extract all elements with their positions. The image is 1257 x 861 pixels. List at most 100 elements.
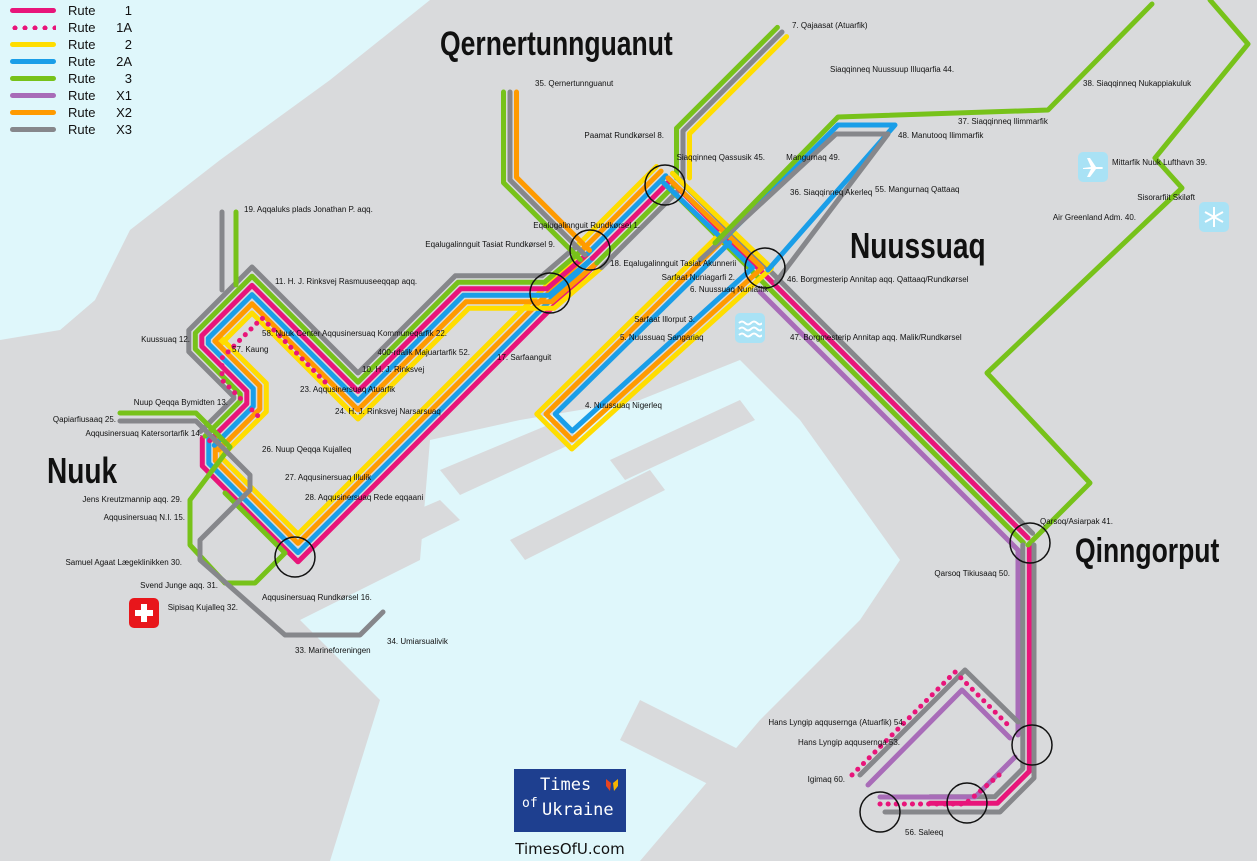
stop-label-ski: Sisorarfiit Skiløft	[1137, 193, 1196, 202]
website-label[interactable]: TimesOfU.com	[515, 840, 625, 858]
legend-item-route-2A: Rute 2A	[8, 53, 138, 70]
stop-label-36: 36. Siaqqinneq Akerleq	[790, 188, 872, 197]
stop-label-26: 26. Nuup Qeqqa Kujalleq	[262, 445, 351, 454]
stop-label-1: Eqalugalinnguit Rundkørsel 1.	[533, 221, 640, 230]
route-line-x2	[543, 175, 765, 443]
route-line-x2	[514, 89, 593, 253]
stop-label-52: 400-rdalik Majuartarfik 52.	[378, 348, 470, 357]
legend-route-number: X1	[116, 88, 132, 103]
stop-label-35: 35. Qernertunnguanut	[535, 79, 614, 88]
transfer-circle	[1009, 522, 1051, 564]
route-line-1	[199, 251, 591, 444]
route-line-x3	[599, 187, 682, 270]
airplane-icon	[1078, 152, 1108, 182]
stop-label-56: 56. Saleeq	[905, 828, 943, 837]
route-line-x3	[186, 241, 582, 434]
stop-label-60: Igimaq 60.	[808, 775, 845, 784]
stop-label-23: 23. Aqqusinersuaq Atuarfik	[300, 385, 396, 394]
route-line-x2	[212, 260, 599, 453]
stop-label-32: Sipisaq Kujalleq 32.	[168, 603, 238, 612]
legend-label: Rute	[68, 54, 96, 69]
area-labels: Qernertunnguanut Nuussuaq Nuuk Qinngorpu…	[47, 25, 1219, 570]
route-line-x3	[857, 667, 1021, 778]
legend-label: Rute	[68, 88, 96, 103]
legend-swatch	[10, 76, 56, 81]
stop-label-50: Qarsoq Tikiusaaq 50.	[934, 569, 1010, 578]
logo-mark-icon	[606, 779, 618, 791]
route-line-2a	[585, 173, 669, 257]
transfer-circle	[744, 247, 786, 289]
stop-label-12: Kuussuaq 12.	[141, 335, 190, 344]
stop-label-28: 28. Aqqusinersuaq Rede eqqaani	[305, 493, 424, 502]
pier	[610, 400, 755, 480]
route-line-1a	[877, 767, 1008, 807]
route-line-x3	[680, 29, 785, 181]
legend-route-number: 1	[124, 3, 132, 18]
legend-label: Rute	[68, 105, 96, 120]
transfer-circle	[859, 791, 901, 833]
pier	[510, 470, 665, 560]
transfer-circle	[569, 229, 611, 271]
stop-label-7: 7. Qajaasat (Atuarfik)	[792, 21, 868, 30]
stop-label-13: Nuup Qeqqa Bymidten 13.	[134, 398, 228, 407]
area-label-nuussuaq: Nuussuaq	[850, 226, 986, 266]
legend-route-number: 1A	[116, 20, 132, 35]
legend-swatch	[10, 59, 56, 64]
route-line-3	[712, 1, 1155, 246]
route-line-1a	[219, 314, 328, 423]
legend-swatch	[10, 25, 56, 30]
legend-swatch	[10, 42, 56, 47]
stop-label-38: 38. Siaqqinneq Nukappiakuluk	[1083, 79, 1192, 88]
times-of-ukraine-logo: Times of Ukraine	[514, 769, 626, 832]
stop-label-53: Hans Lyngip aqqusernga 53.	[798, 738, 900, 747]
stop-label-8: Paamat Rundkørsel 8.	[584, 131, 664, 140]
stop-label-17: 17. Sarfaanguit	[497, 353, 552, 362]
stop-label-15: Aqqusinersuaq N.I. 15.	[104, 513, 185, 522]
legend-route-number: X3	[116, 122, 132, 137]
stop-label-49: Mangurnaq 49.	[786, 153, 840, 162]
route-line-1a	[849, 668, 1013, 778]
legend-label: Rute	[68, 71, 96, 86]
stop-label-31: Svend Junge aqq. 31.	[140, 581, 218, 590]
route-line-2	[534, 170, 774, 452]
snowflake-icon	[1199, 202, 1229, 232]
route-line-3	[674, 24, 780, 181]
legend-route-number: 2A	[116, 54, 132, 69]
stop-label-34: 34. Umiarsualivik	[387, 637, 449, 646]
stop-label-40: Air Greenland Adm. 40.	[1053, 213, 1136, 222]
transfer-circles	[274, 164, 1053, 833]
stop-label-37: 37. Siaqqinneq Ilimmarfik	[958, 117, 1049, 126]
route-line-x3	[507, 89, 588, 258]
stop-label-24: 24. H. J. Rinksvej Narsarsuaq	[335, 407, 441, 416]
route-line-3	[501, 89, 583, 263]
legend-label: Rute	[68, 122, 96, 137]
stop-labels: Eqalugalinnguit Rundkørsel 1.Sarfaat Nun…	[53, 21, 1207, 837]
stop-label-3: Sarfaat Illorput 3.	[634, 315, 695, 324]
route-line-x3	[697, 131, 891, 285]
stop-label-54: Hans Lyngip aqqusernga (Atuarfik) 54.	[768, 718, 905, 727]
stop-label-18: 18. Eqalugalinnguit Tasiat Akunnerii	[610, 259, 736, 268]
stop-label-30: Samuel Agaat Lægeklinikken 30.	[65, 558, 182, 567]
route-line-3	[117, 410, 288, 586]
route-lines	[117, 0, 1251, 815]
legend-item-route-X1: Rute X1	[8, 87, 138, 104]
legend-swatch	[10, 93, 56, 98]
stop-label-47: 47. Borgmesterip Annitap aqq. Malik/Rund…	[790, 333, 962, 342]
legend-swatch	[10, 8, 56, 13]
stop-label-19: 19. Aqqaluks plads Jonathan P. aqq.	[244, 205, 373, 214]
transfer-circle	[644, 164, 686, 206]
area-label-nuuk: Nuuk	[47, 451, 117, 491]
legend-label: Rute	[68, 3, 96, 18]
legend-label: Rute	[68, 37, 96, 52]
stop-label-39: Mittarfik Nuuk Lufthavn 39.	[1112, 158, 1207, 167]
transfer-circle	[274, 536, 316, 578]
transfer-circle	[946, 782, 988, 824]
route-line-3	[984, 0, 1251, 548]
legend-route-number: 3	[124, 71, 132, 86]
pier	[620, 700, 760, 800]
